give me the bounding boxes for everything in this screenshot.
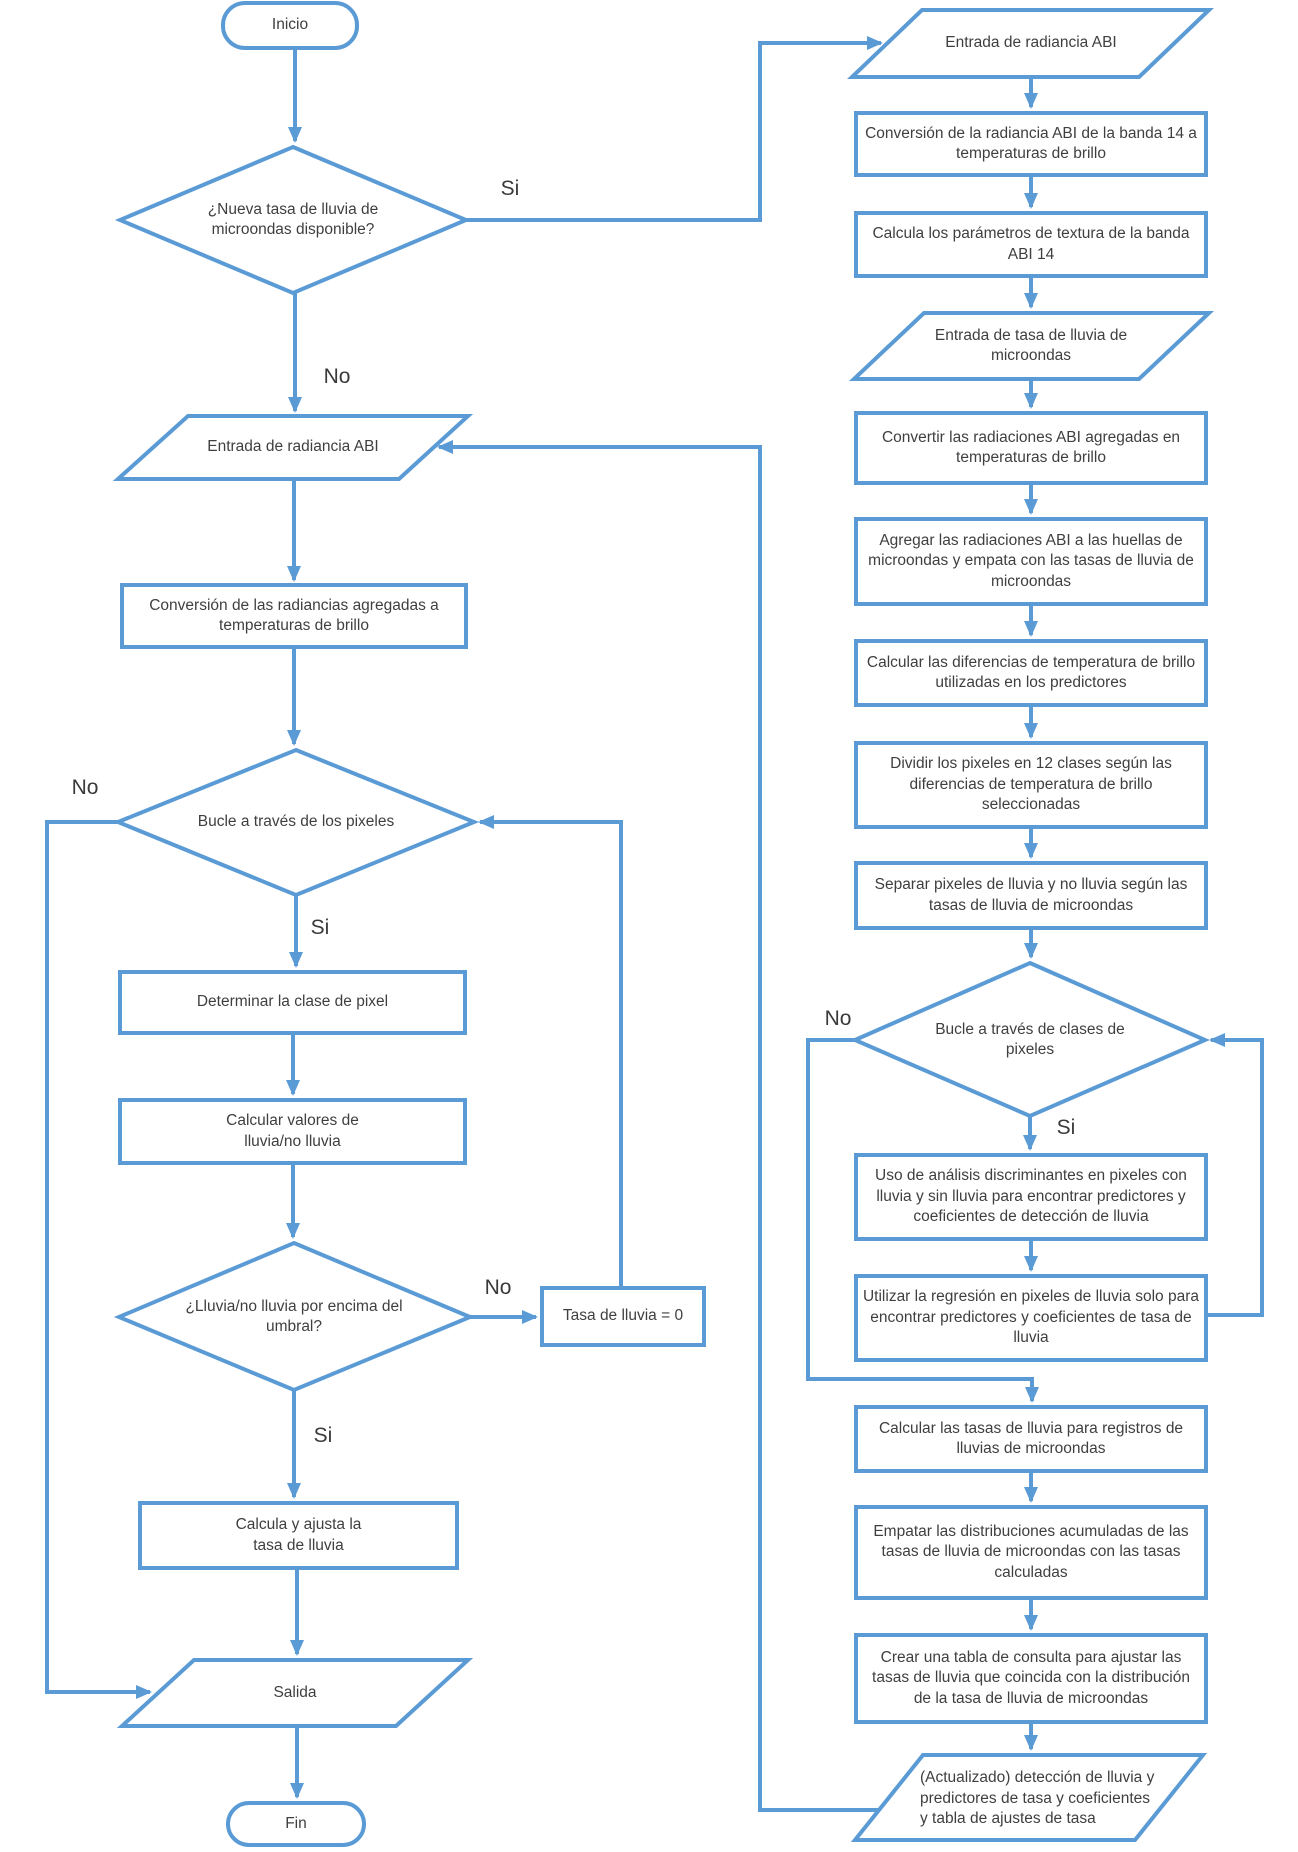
separate-pixels-shape — [854, 861, 1208, 930]
divide-classes-label: Dividir los pixeles en 12 clases según l… — [890, 755, 1172, 814]
decision1-yes-label: Si — [500, 176, 520, 200]
conversion-aggregated-shape — [120, 583, 468, 649]
start-terminator-shape — [221, 1, 359, 50]
end-label: Fin — [285, 1814, 307, 1832]
calc-tb-diff-label: Calcular las diferencias de temperatura … — [866, 653, 1196, 691]
updated-output-label: (Actualizado) detección de lluvia y pred… — [920, 1769, 1155, 1828]
divide-classes-shape — [854, 741, 1208, 829]
separate-pixels-label: Separar pixeles de lluvia y no lluvia se… — [874, 876, 1188, 914]
rain-rate-zero-shape — [540, 1286, 706, 1347]
connector-rate-zero-to-loop-pixels — [478, 815, 623, 1288]
decision1-no-label: No — [323, 365, 351, 388]
output-label: Salida — [273, 1683, 317, 1701]
input-abi-left-shape — [112, 414, 474, 481]
start-label: Inicio — [271, 16, 309, 34]
decision-new-rate-label: ¿Nueva tasa de lluvia de microondas disp… — [207, 200, 379, 238]
end-terminator-shape — [226, 1801, 366, 1847]
loop-classes-yes-label: Si — [1056, 1115, 1076, 1139]
aggregate-footprints-label: Agregar las radiaciones ABI a las huella… — [868, 531, 1194, 590]
decision-new-rate-shape — [114, 144, 472, 296]
output-shape — [116, 1658, 474, 1728]
calc-texture-label: Calcula los parámetros de textura de la … — [872, 225, 1190, 263]
discriminant-label: Uso de análisis discriminantes en pixele… — [875, 1167, 1187, 1226]
convert-aggregated-shape — [854, 411, 1208, 485]
shape-group — [112, 1, 1215, 1847]
threshold-decision-shape — [113, 1240, 476, 1393]
calc-tb-diff-shape — [854, 639, 1208, 707]
loop-pixels-yes-label: Si — [310, 915, 330, 939]
updated-output-shape — [850, 1753, 1208, 1842]
calc-adjust-rate-shape — [138, 1501, 459, 1570]
threshold-decision-label: ¿Lluvia/no lluvia por encima del umbral? — [185, 1297, 403, 1335]
input-abi-right-label: Entrada de radiancia ABI — [945, 34, 1117, 52]
loop-classes-label: Bucle a través de clases de pixeles — [935, 1020, 1125, 1058]
connector-decision1-yes-to-right-input — [463, 36, 883, 222]
loop-pixels-decision-shape — [112, 747, 480, 898]
loop-classes-no-label: No — [824, 1006, 852, 1030]
match-distributions-shape — [854, 1505, 1208, 1600]
calc-rain-values-label: Calcular valores de lluvia/no lluvia — [226, 1112, 359, 1150]
conv-band14-label: Conversión de la radiancia ABI de la ban… — [865, 124, 1197, 162]
calc-rain-values-shape — [118, 1098, 467, 1165]
input-mw-rate-shape — [848, 311, 1215, 381]
calc-adjust-rate-label: Calcula y ajusta la tasa de lluvia — [235, 1516, 362, 1554]
loop-pixels-label: Bucle a través de los pixeles — [197, 812, 395, 830]
regression-shape — [854, 1274, 1208, 1362]
conversion-aggregated-label: Conversión de las radiancias agregadas a… — [149, 596, 439, 634]
input-mw-rate-label: Entrada de tasa de lluvia de microondas — [934, 326, 1128, 364]
calc-texture-shape — [854, 211, 1208, 278]
conv-band14-shape — [854, 111, 1208, 177]
threshold-yes-label: Si — [313, 1423, 333, 1447]
discriminant-shape — [854, 1153, 1208, 1241]
calc-rates-records-shape — [854, 1405, 1208, 1473]
threshold-no-label: No — [484, 1275, 512, 1299]
input-abi-left-label: Entrada de radiancia ABI — [207, 438, 379, 456]
regression-label: Utilizar la regresión en pixeles de lluv… — [862, 1288, 1199, 1347]
calc-rates-records-label: Calcular las tasas de lluvia para regist… — [878, 1419, 1184, 1457]
loop-classes-decision-shape — [850, 960, 1210, 1119]
connector-loop-classes-no-to-calc-rates — [806, 1038, 1039, 1403]
input-abi-right-shape — [847, 8, 1214, 79]
connector-regression-loop-to-loop-classes — [1206, 1033, 1264, 1317]
lookup-table-shape — [854, 1633, 1208, 1724]
connector-loop-pixels-no-to-output — [45, 820, 152, 1699]
loop-pixels-no-label: No — [71, 775, 99, 799]
aggregate-footprints-shape — [854, 517, 1208, 606]
connector-updated-to-left-input — [437, 440, 884, 1812]
rain-rate-zero-label: Tasa de lluvia = 0 — [562, 1307, 684, 1325]
lookup-table-label: Crear una tabla de consulta para ajustar… — [872, 1648, 1190, 1707]
determine-class-shape — [118, 970, 467, 1035]
determine-class-label: Determinar la clase de pixel — [196, 993, 389, 1011]
match-distributions-label: Empatar las distribuciones acumuladas de… — [873, 1522, 1189, 1581]
connector-group — [45, 36, 1264, 1812]
convert-aggregated-label: Convertir las radiaciones ABI agregadas … — [881, 428, 1181, 466]
